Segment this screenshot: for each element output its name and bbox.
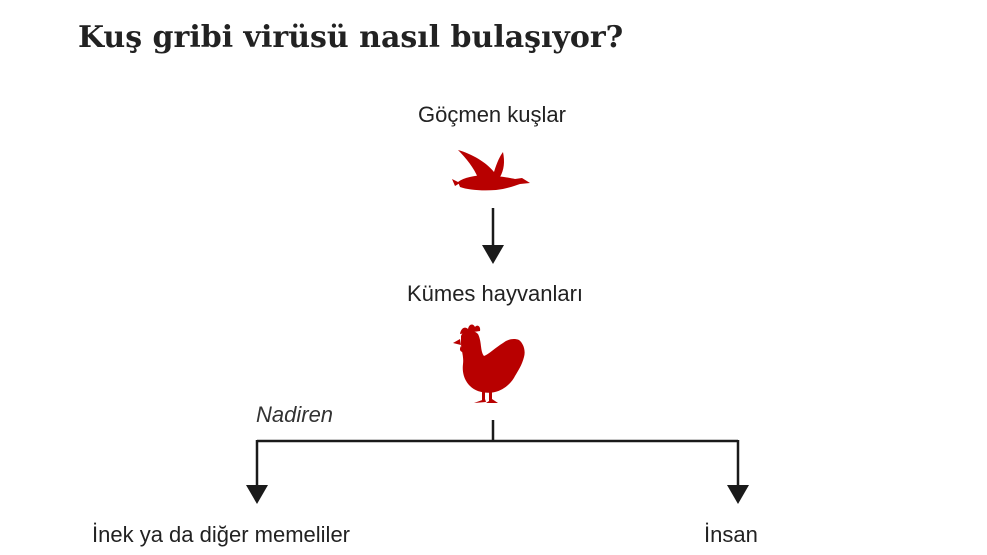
arrow-to-human xyxy=(727,440,749,504)
arrow-birds-to-poultry xyxy=(482,208,504,264)
node-migratory-birds-label: Göçmen kuşlar xyxy=(418,102,566,127)
branch-connector xyxy=(257,420,738,443)
rare-annotation: Nadiren xyxy=(256,402,334,427)
node-human-label: İnsan xyxy=(704,522,758,547)
arrow-to-mammals xyxy=(246,440,268,504)
node-poultry-label: Kümes hayvanları xyxy=(406,281,584,306)
hen-icon xyxy=(453,324,525,403)
diagram-title: Kuş gribi virüsü nasıl bulaşıyor? xyxy=(78,20,624,55)
node-mammals-label: İnek ya da diğer memeliler xyxy=(92,522,351,547)
goose-icon xyxy=(452,150,530,191)
